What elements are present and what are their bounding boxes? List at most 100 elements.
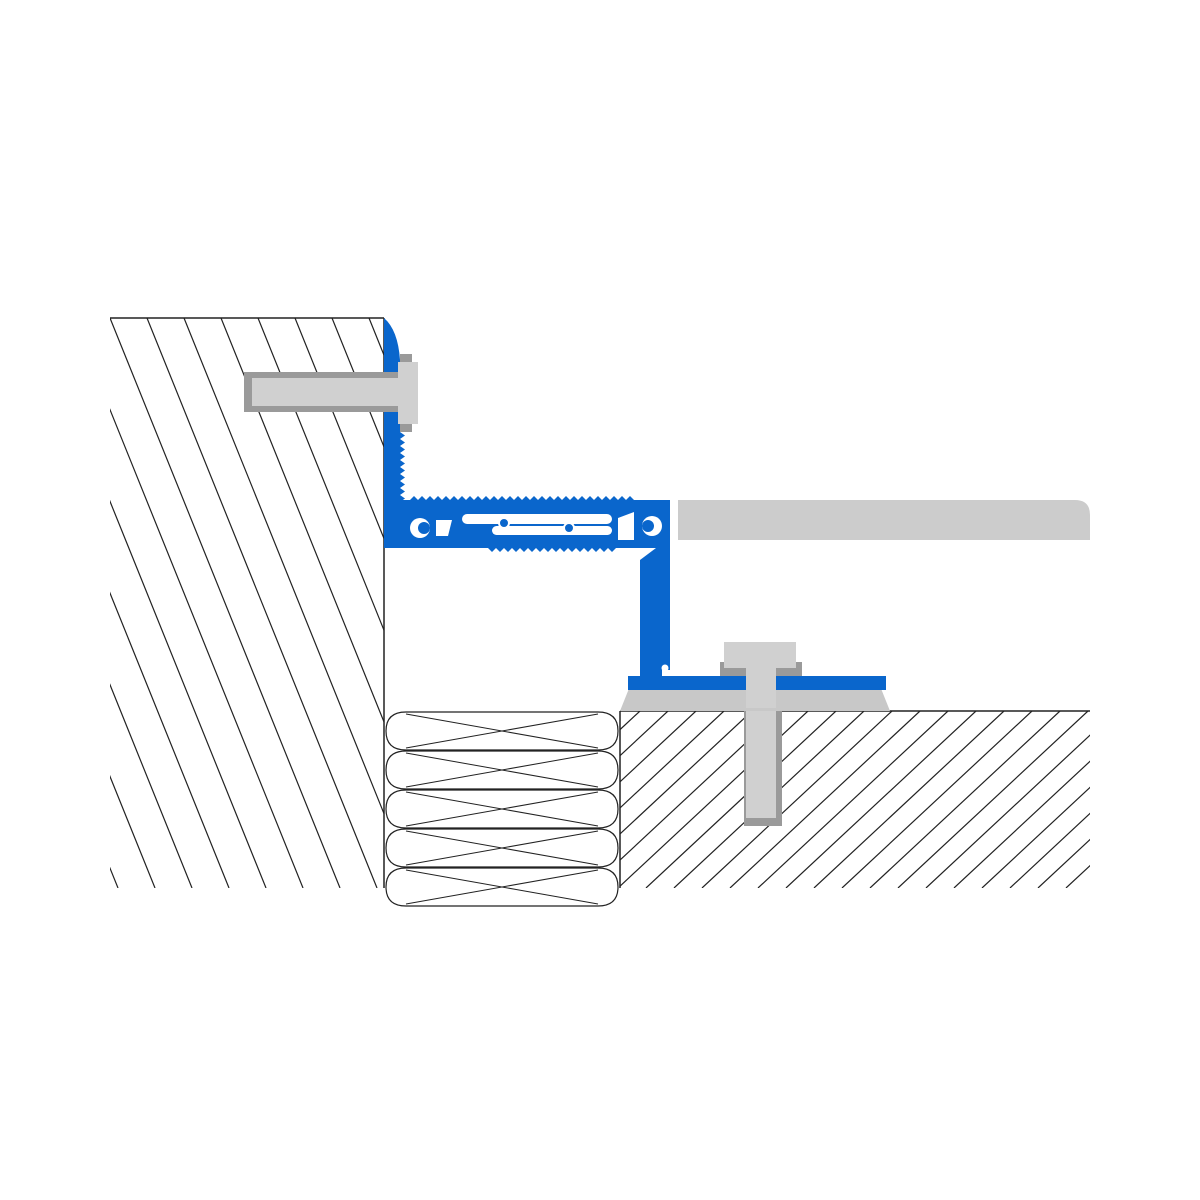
serration-tooth xyxy=(482,496,490,500)
slab-hatch-line xyxy=(981,786,1090,888)
right-floor-slab xyxy=(619,710,1200,888)
filler-diagonal xyxy=(405,869,599,905)
serration-tooth xyxy=(592,548,600,552)
profile-hinge-right-core xyxy=(642,520,654,532)
slab-hatch-line xyxy=(785,711,977,888)
serration-tooth xyxy=(544,548,552,552)
serration-tooth xyxy=(458,496,466,500)
profile-slot-lower xyxy=(492,526,612,535)
filler-fold xyxy=(385,711,619,751)
serration-tooth xyxy=(400,460,405,467)
slab-hatch-line xyxy=(953,760,1090,888)
serration-tooth xyxy=(400,488,405,495)
wall-hatch-line xyxy=(110,318,341,888)
serration-tooth xyxy=(554,496,562,500)
wall-hatch-line xyxy=(0,318,81,888)
wall-hatch-line xyxy=(480,318,710,888)
serration-tooth xyxy=(418,496,426,500)
filler-fold xyxy=(385,828,619,868)
wall-hatch-line xyxy=(331,318,384,449)
slab-hatch-line xyxy=(701,711,893,888)
wall-hatch-line xyxy=(146,318,378,888)
serration-tooth xyxy=(570,496,578,500)
serration-tooth xyxy=(538,496,546,500)
profile-pin-left xyxy=(498,517,510,529)
slab-hatch-line xyxy=(1150,711,1200,888)
profile-drop-notch xyxy=(661,664,669,672)
wall-hatch-line xyxy=(110,774,156,888)
serration-tooth xyxy=(578,496,586,500)
slab-hatch-line xyxy=(620,711,641,731)
wall-hatch-line xyxy=(443,318,673,888)
serration-tooth xyxy=(400,439,405,446)
serration-tooth xyxy=(506,496,514,500)
filler-fold xyxy=(385,867,619,907)
serration-tooth xyxy=(522,496,530,500)
wall-hatch-line xyxy=(110,499,267,888)
serration-tooth xyxy=(586,496,594,500)
wall-hatch-line xyxy=(110,591,230,888)
serration-tooth xyxy=(552,548,560,552)
serration-tooth xyxy=(400,453,405,460)
serration-tooth xyxy=(618,496,626,500)
serration-tooth xyxy=(400,432,405,439)
serration-tooth xyxy=(608,548,616,552)
slab-hatch-line xyxy=(925,734,1090,888)
serration-tooth xyxy=(442,496,450,500)
serration-tooth xyxy=(610,496,618,500)
serration-tooth xyxy=(514,496,522,500)
wall-hatch-line xyxy=(110,866,119,888)
serration-tooth xyxy=(560,548,568,552)
slab-hatch-line xyxy=(620,711,697,783)
slab-hatch-line xyxy=(1065,864,1090,888)
serration-tooth xyxy=(626,496,634,500)
wall-hatch-line xyxy=(110,408,304,888)
serration-tooth xyxy=(450,496,458,500)
slab-hatch-line xyxy=(841,711,1033,888)
profile-pin-right xyxy=(563,522,575,534)
serration-tooth xyxy=(410,496,418,500)
left-wall xyxy=(0,317,710,888)
profile-slot-end-left xyxy=(436,520,452,536)
slab-hatch-line xyxy=(813,711,1005,888)
slab-hatch-line xyxy=(620,711,669,757)
serration-tooth xyxy=(520,548,528,552)
filler-fold xyxy=(385,789,619,829)
filler-diagonal xyxy=(405,752,599,788)
wall-hatch-line xyxy=(294,318,384,541)
serration-tooth xyxy=(426,496,434,500)
serration-tooth xyxy=(562,496,570,500)
serration-tooth xyxy=(602,496,610,500)
wall-anchor xyxy=(244,354,418,432)
profile-drop-leg xyxy=(640,548,670,678)
serration-tooth xyxy=(466,496,474,500)
filler-diagonal xyxy=(405,713,599,749)
filler-diagonal xyxy=(405,830,599,866)
slab-hatch-line xyxy=(757,711,949,888)
floor-anchor-head-top xyxy=(724,642,796,668)
profile-slot-end-right xyxy=(618,512,634,540)
wall-hatch-line xyxy=(406,318,636,888)
serration-tooth xyxy=(498,496,506,500)
floor-finish xyxy=(678,500,1090,540)
serration-tooth xyxy=(584,548,592,552)
joint-filler xyxy=(385,711,619,907)
slab-hatch-line xyxy=(620,711,725,809)
serration-tooth xyxy=(504,548,512,552)
wall-hatch-line xyxy=(220,318,384,724)
slab-hatch-line xyxy=(1009,812,1090,888)
serration-tooth xyxy=(474,496,482,500)
slab-hatch-line xyxy=(1122,711,1200,888)
serration-tooth xyxy=(488,548,496,552)
wall-hatch-line xyxy=(257,318,384,632)
slab-hatch-line xyxy=(897,711,1089,888)
wall-hatch-line xyxy=(110,683,193,888)
serration-tooth xyxy=(400,481,405,488)
slab-hatch-line xyxy=(729,711,921,888)
wall-anchor-shaft xyxy=(252,378,404,406)
profile-hinge-left-core xyxy=(418,522,430,534)
floor-anchor-head xyxy=(720,642,802,708)
serration-tooth xyxy=(576,548,584,552)
serration-tooth xyxy=(400,474,405,481)
profile-bridge-serration xyxy=(410,496,634,552)
